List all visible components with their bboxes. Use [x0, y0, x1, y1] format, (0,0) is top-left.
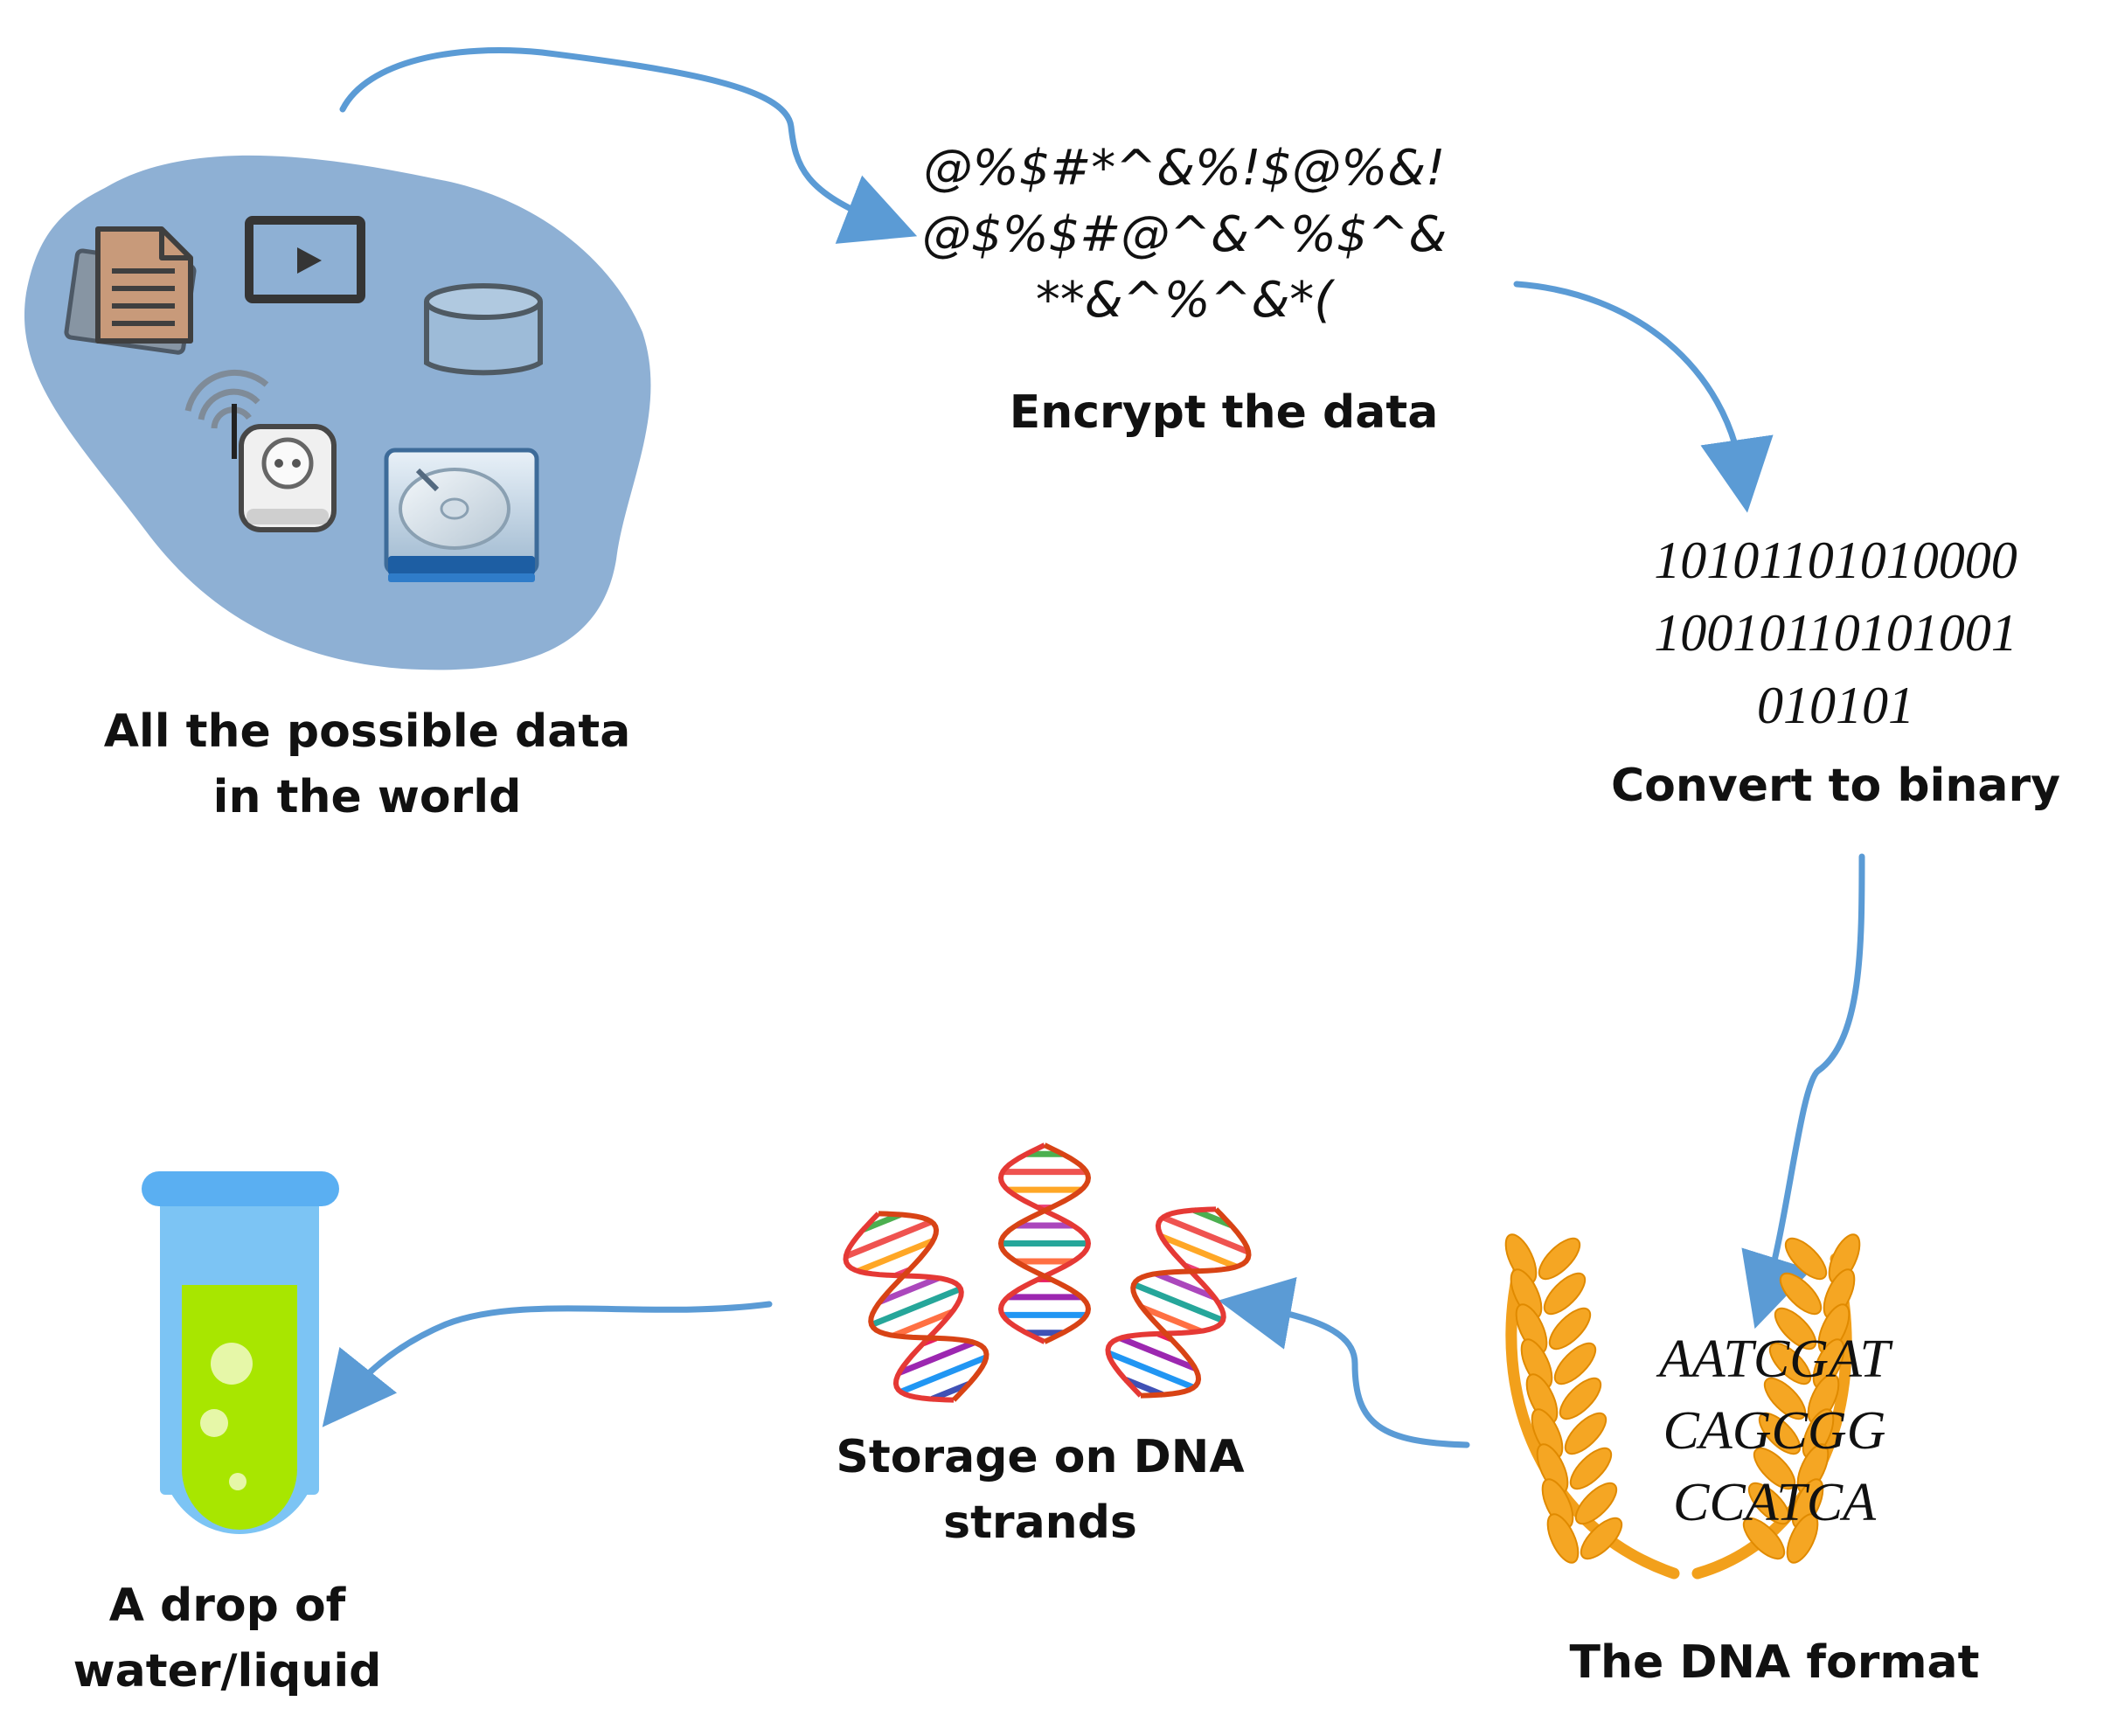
dna-strand	[843, 1211, 990, 1403]
dna-rung	[898, 1339, 976, 1376]
dna-rung	[899, 1354, 988, 1395]
wheat-grain	[1747, 1482, 1791, 1525]
liquid-label-line-2: water/liquid	[73, 1645, 382, 1698]
dna-backbone	[1105, 1206, 1226, 1398]
dna-storage-label-line-1: Storage on DNA	[836, 1431, 1245, 1483]
dna-rung	[857, 1238, 934, 1274]
arrow-storage-to-liquid	[322, 1301, 773, 1427]
binary-code-line-2: 10010110101001	[1654, 603, 2017, 662]
video-play-icon	[245, 216, 365, 303]
document-icon	[64, 226, 197, 355]
dna-backbone	[843, 1212, 964, 1403]
wheat-grain	[1779, 1272, 1823, 1316]
wheat-grains	[1504, 1233, 1861, 1564]
binary-code-line-3: 010101	[1757, 676, 1914, 734]
wheat-grain	[1548, 1307, 1592, 1351]
wifi-plug-icon	[184, 369, 337, 532]
wheat-grain	[1538, 1237, 1581, 1281]
wheat-grain	[1546, 1513, 1580, 1564]
wheat-grain	[1580, 1517, 1623, 1560]
dna-rung	[1155, 1270, 1216, 1301]
dna-helix-icon	[843, 1142, 1252, 1403]
hard-drive-icon	[384, 448, 539, 582]
dna-rung	[1132, 1281, 1225, 1323]
dna-strand	[1105, 1206, 1252, 1399]
dna-backbone	[997, 1142, 1092, 1344]
dna-format-code-line-1: AATCGAT	[1658, 1330, 1891, 1389]
dna-rung	[930, 1381, 970, 1402]
dna-format-label: The DNA format	[1569, 1636, 1980, 1689]
liquid-label-line-1: A drop of	[108, 1580, 346, 1632]
dna-rung	[892, 1309, 954, 1339]
world-label-line-1: All the possible data	[103, 705, 631, 758]
wheat-grain	[1569, 1447, 1613, 1490]
dna-rung	[862, 1212, 902, 1233]
wheat-grain	[1774, 1307, 1817, 1351]
dna-rung	[1107, 1350, 1195, 1391]
wheat-grain	[1753, 1447, 1796, 1490]
dna-rung	[870, 1286, 962, 1328]
encrypted-code: @%$#*^&%!$@%&! @$%$#@^&^%$^& **&^%^&*(	[835, 135, 1534, 334]
arrow-world-to-encrypt	[339, 47, 918, 244]
dna-rung	[1124, 1377, 1164, 1398]
dna-rung	[878, 1274, 940, 1305]
dna-format-code: AATCGAT CAGCGG CCATCA	[1600, 1324, 1949, 1538]
database-icon	[424, 283, 543, 376]
dna-rung	[1162, 1214, 1250, 1255]
dna-format-code-line-3: CCATCA	[1673, 1472, 1876, 1532]
arrow-encrypt-to-binary	[1513, 281, 1774, 513]
wheat-grain	[1564, 1412, 1608, 1455]
dna-rung	[1141, 1304, 1202, 1335]
wheat-laurel-icon	[1504, 1233, 1861, 1580]
dna-rung	[1192, 1207, 1233, 1228]
dna-strand	[997, 1142, 1092, 1344]
wheat-grain	[1763, 1377, 1807, 1420]
arrow-binary-to-dna-format	[1741, 853, 1865, 1330]
wheat-grain	[1784, 1237, 1828, 1281]
dna-rung	[844, 1219, 933, 1260]
dna-backbone	[868, 1211, 990, 1402]
dna-rung	[1119, 1335, 1197, 1371]
wheat-grain	[1768, 1342, 1812, 1385]
dna-storage-label-line-2: strands	[943, 1496, 1137, 1550]
encrypted-code-line-2: @$%$#@^&^%$^&	[921, 205, 1448, 263]
dna-backbone	[997, 1142, 1092, 1344]
encrypt-label: Encrypt the data	[1009, 386, 1439, 439]
wheat-grain	[1742, 1517, 1786, 1560]
encrypted-code-line-1: @%$#*^&%!$@%&!	[923, 140, 1446, 197]
wheat-grain	[1758, 1412, 1802, 1455]
wheat-grain	[1786, 1513, 1819, 1564]
dna-storage-label: Storage on DNA strands	[778, 1425, 1302, 1557]
dna-backbone	[1130, 1207, 1252, 1399]
wheat-grain	[1574, 1482, 1618, 1525]
binary-code: 10101101010000 10010110101001 010101	[1565, 524, 2104, 741]
dna-format-code-line-2: CAGCGG	[1663, 1400, 1886, 1461]
world-label-line-2: in the world	[212, 771, 522, 824]
encrypted-code-line-3: **&^%^&*(	[1035, 272, 1334, 330]
wheat-grain	[1559, 1377, 1602, 1420]
wheat-grain	[1543, 1272, 1587, 1316]
liquid-label: A drop of water/liquid	[9, 1573, 446, 1705]
binary-label: Convert to binary	[1610, 760, 2061, 812]
arrow-dna-format-to-storage	[1218, 1276, 1470, 1448]
dna-rung	[1160, 1233, 1238, 1270]
binary-code-line-1: 10101101010000	[1654, 531, 2017, 589]
world-label: All the possible data in the world	[44, 699, 691, 831]
test-tube-icon	[142, 1171, 339, 1534]
wheat-grain	[1553, 1342, 1597, 1385]
